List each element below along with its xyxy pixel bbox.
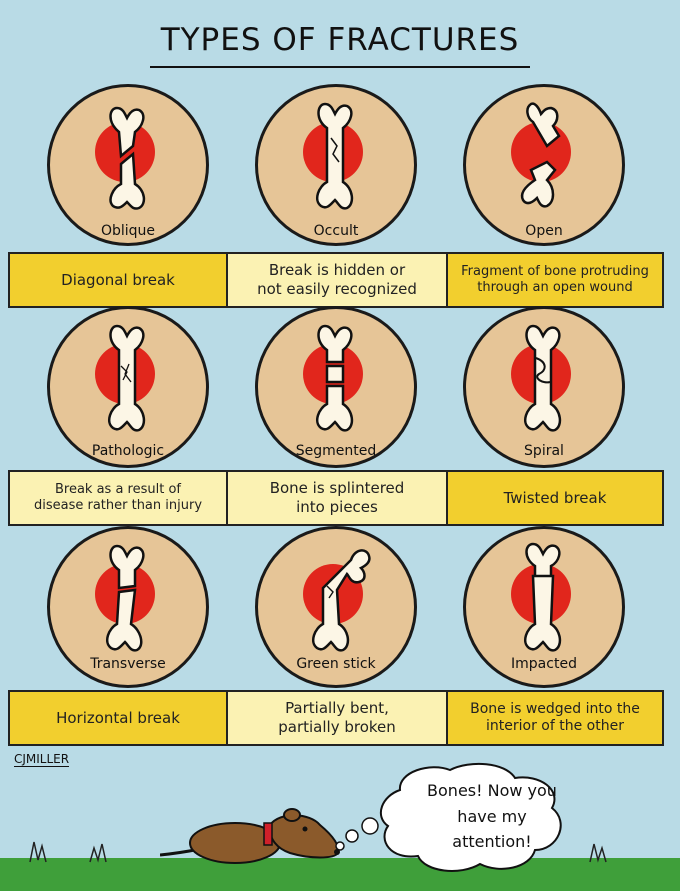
bone-impacted-icon	[524, 542, 562, 652]
description-cell: Horizontal break	[10, 692, 228, 744]
description-band-2: Break as a result of disease rather than…	[8, 470, 664, 526]
fracture-circle-transverse: Transverse	[47, 526, 209, 688]
bone-occult-icon	[316, 102, 354, 210]
fracture-circle-impacted: Impacted	[463, 526, 625, 688]
bone-transverse-icon	[106, 544, 145, 652]
fracture-circle-oblique: Oblique	[47, 84, 209, 246]
artist-signature: CJMILLER	[14, 752, 70, 767]
description-cell: Twisted break	[503, 488, 607, 507]
fracture-circle-green-stick: Green stick	[255, 526, 417, 688]
description-cell: Diagonal break	[10, 254, 228, 306]
bone-segmented-icon	[316, 324, 354, 432]
fracture-circle-segmented: Segmented	[255, 306, 417, 468]
description-band-1: Diagonal break Break is hidden or not ea…	[8, 252, 664, 308]
speech-bubble-text: Bones! Now you have my attention!	[427, 781, 557, 852]
fracture-circle-spiral: Spiral	[463, 306, 625, 468]
fracture-label: Green stick	[296, 656, 376, 672]
fracture-circle-pathologic: Pathologic	[47, 306, 209, 468]
description-cell: Bone is wedged into the interior of the …	[470, 700, 640, 735]
description-cell: Break as a result of disease rather than…	[10, 472, 228, 524]
fracture-label: Pathologic	[91, 443, 165, 459]
collar	[263, 822, 273, 846]
description-cell: Fragment of bone protruding through an o…	[461, 263, 649, 295]
bone-pathologic-icon	[108, 324, 146, 432]
fracture-label: Open	[525, 223, 563, 239]
bone-oblique-icon	[109, 106, 146, 210]
grass-tufts	[29, 841, 607, 863]
fracture-circle-occult: Occult	[255, 84, 417, 246]
fracture-label: Impacted	[511, 656, 577, 672]
bone-green-stick-icon	[312, 549, 371, 652]
fracture-label: Transverse	[90, 656, 166, 672]
description-cell: Bone is splintered into pieces	[228, 472, 448, 524]
title-underline	[150, 66, 530, 68]
fracture-label: Segmented	[295, 443, 377, 459]
page-title: TYPES OF FRACTURES	[160, 22, 520, 58]
grass-ground	[0, 858, 680, 891]
dog-illustration	[160, 808, 340, 864]
description-cell: Partially bent, partially broken	[228, 692, 448, 744]
fracture-label: Spiral	[524, 443, 564, 459]
fracture-label: Oblique	[100, 223, 156, 239]
bone-spiral-icon	[524, 324, 562, 432]
description-band-3: Horizontal break Partially bent, partial…	[8, 690, 664, 746]
description-cell: Break is hidden or not easily recognized	[228, 254, 448, 306]
bone-open-icon	[520, 102, 561, 208]
fracture-label: Occult	[313, 223, 359, 239]
thought-bubble	[335, 762, 562, 872]
fracture-circle-open: Open	[463, 84, 625, 246]
